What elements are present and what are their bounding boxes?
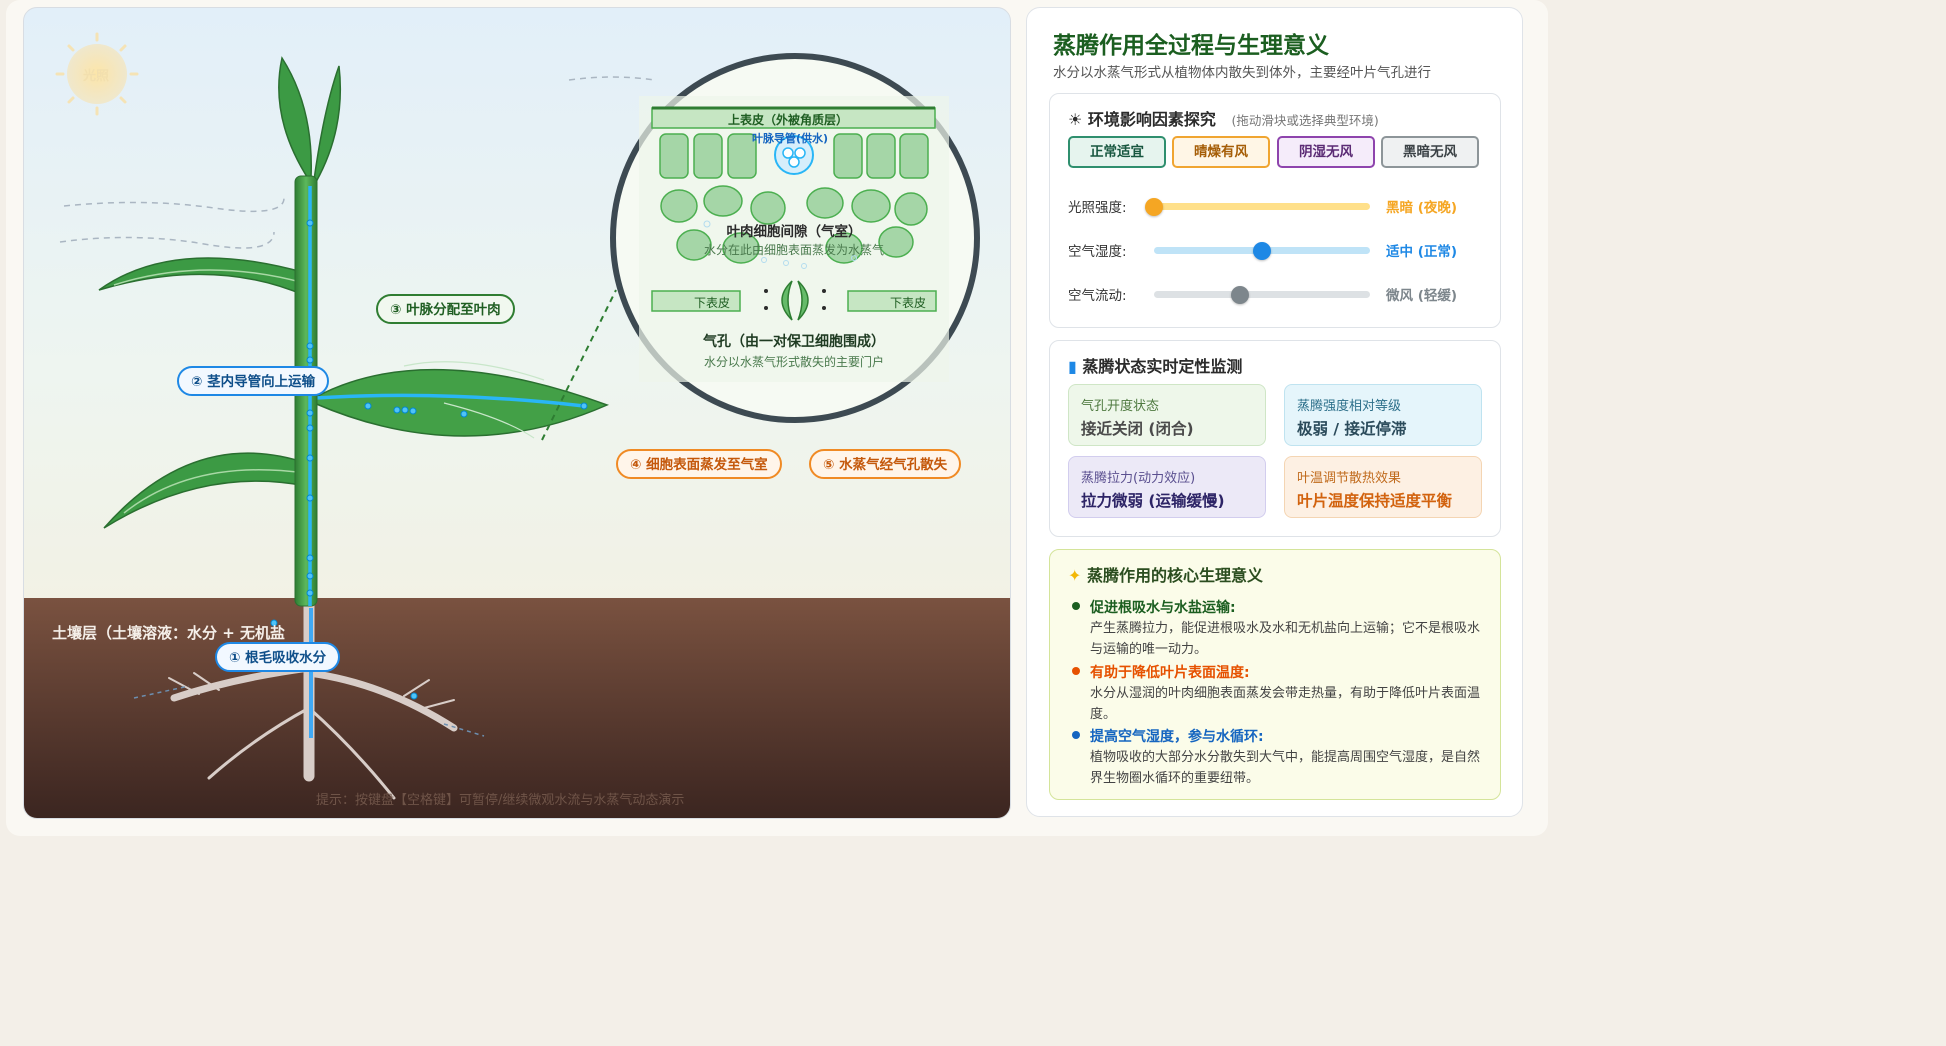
transpiration-pull-value: 拉力微弱 (运输缓慢) bbox=[1081, 492, 1225, 510]
soil-layer bbox=[24, 598, 1010, 818]
humidity-slider-label: 空气湿度: bbox=[1068, 244, 1127, 260]
leaf-cooling-value: 叶片温度保持适度平衡 bbox=[1297, 492, 1453, 510]
airflow-slider-row: 空气流动: 微风 (轻缓) bbox=[1068, 282, 1488, 306]
significance-item-1: 促进根吸水与水盐运输: 产生蒸腾拉力，能促进根吸水及水和无机盐向上运输；它不是根… bbox=[1070, 597, 1490, 660]
transpiration-pull-card: 蒸腾拉力(动力效应) 拉力微弱 (运输缓慢) bbox=[1068, 456, 1266, 518]
soil-label: 土壤层（土壤溶液：水分 + 无机盐 bbox=[52, 624, 286, 642]
info-panel: 蒸腾作用全过程与生理意义 水分以水蒸气形式从植物体内散失到体外，主要经叶片气孔进… bbox=[1026, 7, 1523, 817]
significance-item-1-body: 产生蒸腾拉力，能促进根吸水及水和无机盐向上运输；它不是根吸水与运输的唯一动力。 bbox=[1090, 621, 1481, 657]
environment-hint: (拖动滑块或选择典型环境) bbox=[1231, 113, 1379, 128]
stomata-opening-value: 接近关闭 (闭合) bbox=[1081, 420, 1194, 438]
preset-sunny-windy-button[interactable]: 晴燥有风 bbox=[1172, 136, 1270, 168]
leaf-top bbox=[278, 56, 342, 184]
bar-chart-icon: ▮ bbox=[1068, 357, 1077, 376]
preset-humid-calm-button[interactable]: 阴湿无风 bbox=[1277, 136, 1375, 168]
sun-icon: ☀ bbox=[1068, 110, 1083, 129]
significance-title: 蒸腾作用的核心生理意义 bbox=[1086, 566, 1263, 585]
wind-lines bbox=[59, 76, 655, 249]
stomata-opening-card: 气孔开度状态 接近关闭 (闭合) bbox=[1068, 384, 1266, 446]
preset-normal-button[interactable]: 正常适宜 bbox=[1068, 136, 1166, 168]
stomata-opening-label: 气孔开度状态 bbox=[1081, 399, 1160, 414]
light-slider-row: 光照强度: 黑暗 (夜晚) bbox=[1068, 194, 1488, 218]
environment-card-head: ☀ 环境影响因素探究 (拖动滑块或选择典型环境) bbox=[1068, 106, 1379, 130]
page-title: 蒸腾作用全过程与生理意义 bbox=[1053, 33, 1329, 59]
water-particles bbox=[270, 219, 588, 700]
step-2-stem-transport[interactable]: ② 茎内导管向上运输 bbox=[177, 366, 330, 396]
stoma-desc: 水分以水蒸气形式散失的主要门户 bbox=[703, 355, 884, 369]
leaf-cooling-card: 叶温调节散热效果 叶片温度保持适度平衡 bbox=[1284, 456, 1482, 518]
light-slider-value: 黑暗 (夜晚) bbox=[1386, 200, 1458, 216]
transpiration-intensity-card: 蒸腾强度相对等级 极弱 / 接近停滞 bbox=[1284, 384, 1482, 446]
airflow-slider-thumb[interactable] bbox=[1231, 286, 1250, 304]
airflow-slider-value: 微风 (轻缓) bbox=[1386, 288, 1458, 304]
preset-dark-calm-button[interactable]: 黑暗无风 bbox=[1381, 136, 1479, 168]
leaf-lower-left bbox=[103, 452, 307, 529]
keyboard-hint: 提示：按键盘【空格键】可暂停/继续微观水流与水蒸气动态演示 bbox=[316, 793, 685, 808]
significance-card-head: ✦ 蒸腾作用的核心生理意义 bbox=[1068, 562, 1263, 586]
step-5-stoma-release[interactable]: ⑤ 水蒸气经气孔散失 bbox=[809, 449, 962, 479]
airflow-slider-label: 空气流动: bbox=[1068, 288, 1127, 304]
significance-item-2-title: 有助于降低叶片表面温度: bbox=[1070, 662, 1490, 682]
significance-item-3-body: 植物吸收的大部分水分散失到大气中，能提高周围空气湿度，是自然界生物圈水循环的重要… bbox=[1090, 750, 1481, 786]
upper-epidermis-label: 上表皮（外被角质层） bbox=[728, 113, 849, 127]
light-slider-label: 光照强度: bbox=[1068, 200, 1127, 216]
vein-vessel-icon bbox=[774, 135, 814, 175]
leaf-main-right bbox=[313, 361, 610, 439]
step-1-root-absorb[interactable]: ① 根毛吸收水分 bbox=[215, 642, 341, 672]
lightbulb-icon: ✦ bbox=[1068, 566, 1082, 585]
page-subtitle: 水分以水蒸气形式从植物体内散失到体外，主要经叶片气孔进行 bbox=[1053, 65, 1431, 81]
significance-item-2-body: 水分从湿润的叶肉细胞表面蒸发会带走热量，有助于降低叶片表面温度。 bbox=[1090, 686, 1481, 722]
zoom-connector bbox=[541, 289, 617, 441]
step-3-vein-distribute[interactable]: ③ 叶脉分配至叶肉 bbox=[376, 294, 515, 324]
airflow-slider-track[interactable] bbox=[1154, 286, 1370, 304]
stoma-icon bbox=[764, 280, 826, 321]
significance-item-2: 有助于降低叶片表面温度: 水分从湿润的叶肉细胞表面蒸发会带走热量，有助于降低叶片… bbox=[1070, 662, 1490, 725]
plant-scene: 光照 土壤层（土壤溶液：水分 + 无机盐 上表皮（外被角质层） 叶脉导管(供水)… bbox=[23, 7, 1011, 819]
environment-title: 环境影响因素探究 bbox=[1087, 110, 1216, 129]
transpiration-intensity-label: 蒸腾强度相对等级 bbox=[1297, 399, 1402, 414]
lower-epidermis-left-label: 下表皮 bbox=[694, 296, 731, 310]
significance-item-1-title: 促进根吸水与水盐运输: bbox=[1070, 597, 1490, 617]
humidity-slider-value: 适中 (正常) bbox=[1386, 244, 1458, 260]
environment-card: ☀ 环境影响因素探究 (拖动滑块或选择典型环境) 正常适宜 晴燥有风 阴湿无风 … bbox=[1049, 93, 1501, 328]
plant-illustration bbox=[24, 32, 1010, 818]
step-4-evaporate[interactable]: ④ 细胞表面蒸发至气室 bbox=[616, 449, 782, 479]
monitor-card-head: ▮ 蒸腾状态实时定性监测 bbox=[1068, 353, 1242, 377]
transpiration-pull-label: 蒸腾拉力(动力效应) bbox=[1081, 471, 1196, 486]
leaf-upper-left bbox=[98, 257, 307, 298]
transpiration-intensity-value: 极弱 / 接近停滞 bbox=[1297, 420, 1407, 438]
monitor-title: 蒸腾状态实时定性监测 bbox=[1082, 357, 1243, 376]
humidity-slider-track[interactable] bbox=[1154, 242, 1370, 260]
air-space-title: 叶肉细胞间隙（气室） bbox=[726, 224, 862, 240]
sun-label: 光照 bbox=[83, 69, 110, 84]
light-slider-thumb[interactable] bbox=[1145, 198, 1163, 216]
leaf-cooling-label: 叶温调节散热效果 bbox=[1297, 471, 1402, 486]
vein-vessel-label: 叶脉导管(供水) bbox=[752, 132, 829, 145]
sun-icon bbox=[55, 32, 139, 116]
humidity-slider-row: 空气湿度: 适中 (正常) bbox=[1068, 238, 1488, 262]
significance-card: ✦ 蒸腾作用的核心生理意义 促进根吸水与水盐运输: 产生蒸腾拉力，能促进根吸水及… bbox=[1049, 549, 1501, 800]
significance-item-3: 提高空气湿度，参与水循环: 植物吸收的大部分水分散失到大气中，能提高周围空气湿度… bbox=[1070, 726, 1490, 789]
leaf-cross-section-zoom bbox=[610, 53, 980, 423]
humidity-slider-thumb[interactable] bbox=[1253, 242, 1271, 260]
significance-item-3-title: 提高空气湿度，参与水循环: bbox=[1070, 726, 1490, 746]
monitor-card: ▮ 蒸腾状态实时定性监测 气孔开度状态 接近关闭 (闭合) 蒸腾强度相对等级 极… bbox=[1049, 340, 1501, 537]
light-slider-track[interactable] bbox=[1145, 198, 1370, 216]
air-space-desc: 水分在此由细胞表面蒸发为水蒸气 bbox=[703, 243, 884, 257]
stoma-title: 气孔（由一对保卫细胞围成） bbox=[703, 334, 885, 350]
lower-epidermis-right-label: 下表皮 bbox=[890, 296, 927, 310]
